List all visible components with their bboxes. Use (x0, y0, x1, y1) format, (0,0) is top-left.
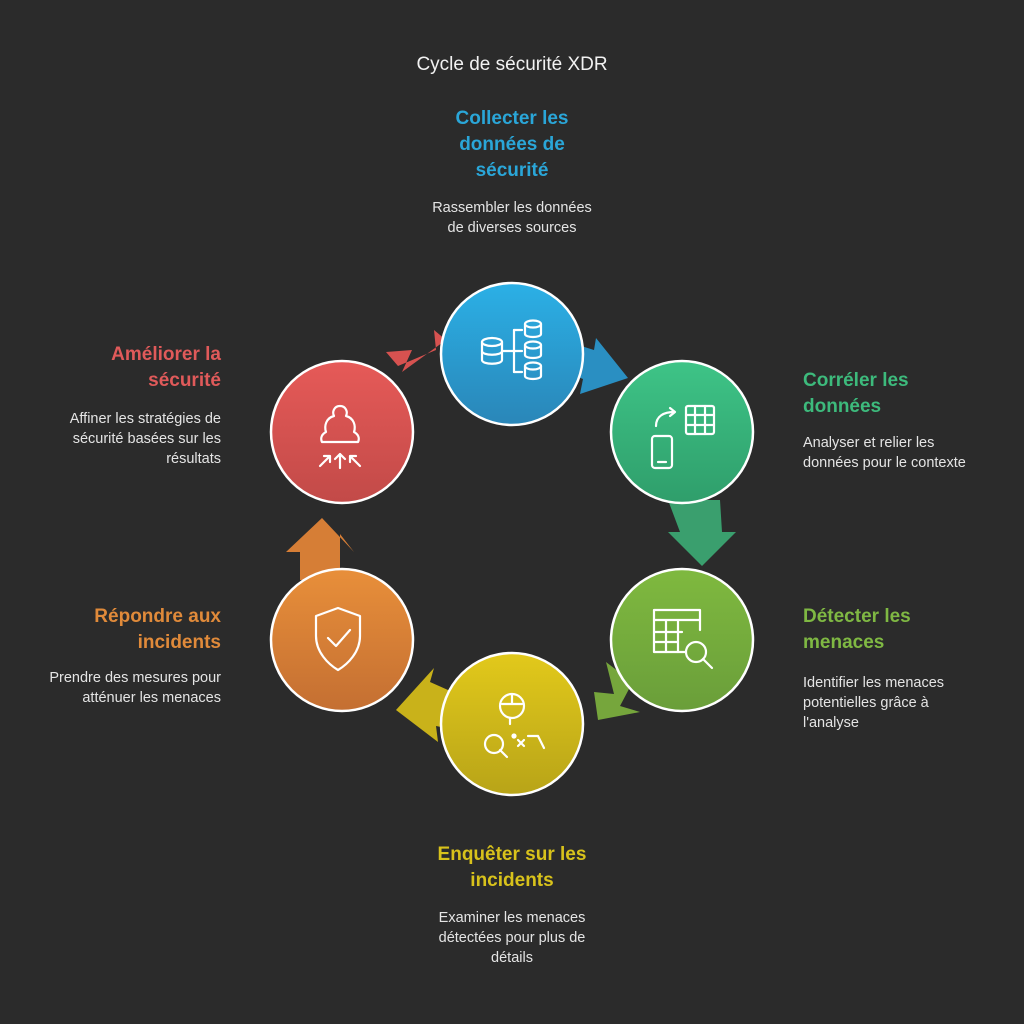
step-node-correlate (609, 359, 755, 505)
bell-improve-icon (318, 404, 362, 470)
arrow-improve-to-collect (386, 330, 446, 372)
step-desc-investigate: Examiner les menaces détectées pour plus… (438, 910, 586, 966)
step-node-detect (609, 567, 755, 713)
device-table-sync-icon (650, 404, 716, 470)
arrow-detect-to-investigate (594, 662, 640, 720)
step-heading-investigate: Enquêter sur les incidents (437, 844, 587, 891)
step-heading-improve: Améliorer la sécurité (111, 344, 221, 391)
step-node-improve (269, 359, 415, 505)
shield-check-icon (314, 606, 362, 672)
step-desc-correlate: Analyser et relier les données pour le c… (803, 435, 966, 471)
step-desc-detect: Identifier les menaces potentielles grâc… (803, 675, 945, 731)
arrow-correlate-to-detect (668, 500, 736, 566)
step-heading-collect: Collecter les données de sécurité (455, 108, 569, 181)
arrow-respond-to-improve (286, 518, 354, 580)
diagram-title: Cycle de sécurité XDR (416, 54, 608, 75)
table-search-icon (652, 608, 714, 670)
step-heading-detect: Détecter les menaces (803, 606, 911, 653)
step-desc-improve: Affiner les stratégies de sécurité basée… (69, 411, 221, 467)
database-network-icon (480, 319, 543, 381)
step-node-collect (439, 281, 585, 427)
investigator-search-icon (483, 692, 546, 759)
step-desc-respond: Prendre des mesures pour atténuer les me… (49, 670, 221, 706)
step-desc-collect: Rassembler les données de diverses sourc… (432, 200, 592, 236)
step-node-investigate (439, 651, 585, 797)
step-heading-correlate: Corréler les données (803, 370, 909, 417)
step-heading-respond: Répondre aux incidents (94, 606, 221, 653)
